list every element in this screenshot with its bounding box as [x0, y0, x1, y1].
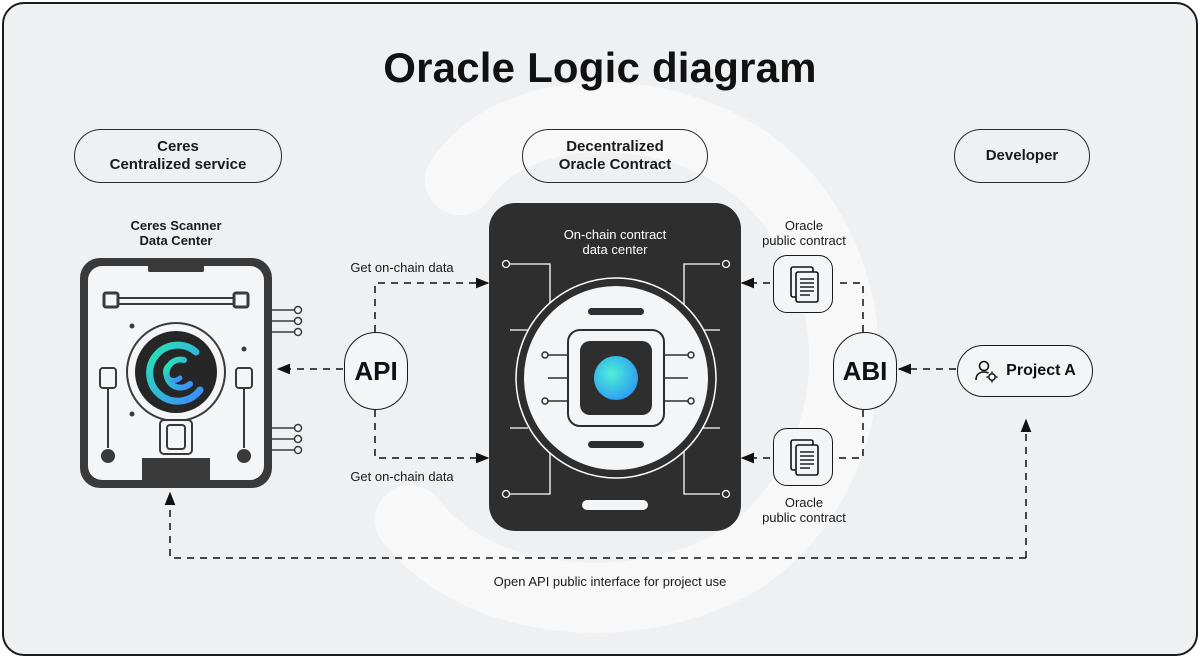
open-api-label: Open API public interface for project us…: [493, 574, 727, 589]
project-a-card: Project A: [957, 345, 1093, 397]
abi-label: ABI: [842, 355, 888, 386]
header-decentralized-label: Decentralized Oracle Contract: [558, 138, 672, 173]
scanner-label: Ceres Scanner Data Center: [130, 218, 222, 248]
arrow-open-api-bottom: [164, 491, 1026, 559]
oracle-contract-top-label: Oracle public contract: [762, 218, 846, 248]
user-gear-icon: [975, 360, 998, 383]
header-developer-label: Developer: [985, 147, 1059, 164]
document-icon: [790, 266, 819, 303]
document-icon: [790, 439, 819, 476]
ceres-scanner-device: [80, 258, 303, 488]
ceres-logo-icon: [146, 341, 204, 405]
arrow-api-to-contract-bottom: [374, 410, 490, 464]
header-centralized-label: Ceres Centralized service: [109, 138, 247, 173]
abi-bubble: ABI: [833, 332, 897, 410]
header-pill-centralized: Ceres Centralized service: [74, 129, 282, 183]
project-a-label: Project A: [1006, 362, 1076, 379]
chip-core-icon: [594, 356, 638, 400]
header-pill-decentralized: Decentralized Oracle Contract: [522, 129, 708, 183]
arrow-abi-to-doc-bottom: [836, 410, 864, 459]
page-title: Oracle Logic diagram: [383, 44, 817, 91]
oracle-contract-bottom-label: Oracle public contract: [762, 495, 846, 525]
flow-arrows: [164, 277, 1032, 559]
api-label: API: [354, 355, 398, 386]
arrow-api-to-contract-top: [374, 277, 490, 332]
flow-label-top: Get on-chain data: [350, 260, 454, 275]
oracle-contract-top-doc: [773, 255, 833, 313]
arrow-abi-to-doc-top: [836, 282, 864, 332]
flow-label-bottom: Get on-chain data: [350, 469, 454, 484]
api-bubble: API: [344, 332, 408, 410]
onchain-label: On-chain contract data center: [563, 227, 667, 257]
header-pill-developer: Developer: [954, 129, 1090, 183]
oracle-contract-bottom-doc: [773, 428, 833, 486]
